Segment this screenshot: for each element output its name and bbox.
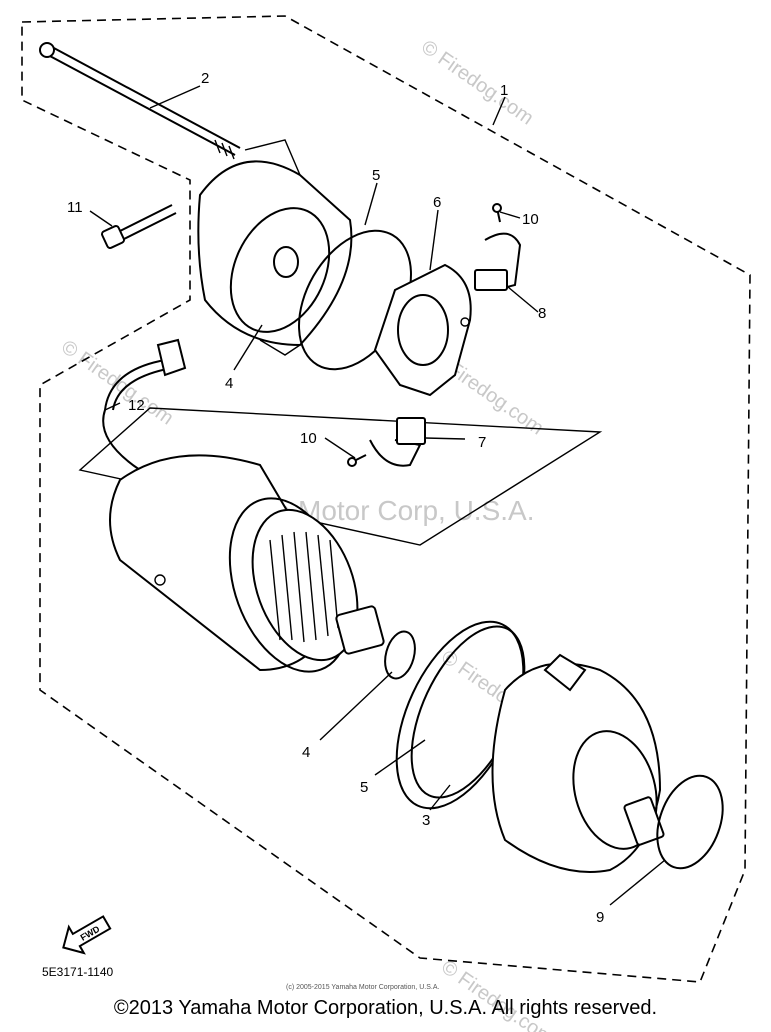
callout-9: 9 — [596, 909, 604, 926]
mounting-bolt — [101, 204, 177, 249]
callout-5-upper: 5 — [372, 167, 380, 184]
armature-windings — [269, 531, 339, 643]
brush-holder-lower — [369, 417, 426, 467]
callout-numbers: 1 2 11 5 6 10 8 4 12 10 7 4 5 3 9 — [67, 70, 604, 926]
part-code: 5E3171-1140 — [42, 965, 114, 979]
o-ring-lower — [384, 630, 416, 680]
callout-12: 12 — [128, 397, 145, 414]
brush-plate — [373, 263, 472, 397]
callout-6: 6 — [433, 194, 441, 211]
front-cover — [197, 139, 353, 356]
fwd-arrow: FWD — [62, 915, 112, 955]
o-ring-rear — [656, 774, 724, 870]
callout-4-lower: 4 — [302, 744, 310, 761]
through-bolt — [39, 42, 241, 160]
callout-10-upper: 10 — [522, 211, 539, 228]
callout-1: 1 — [500, 82, 508, 99]
callout-10-lower: 10 — [300, 430, 317, 447]
motor-yoke — [109, 454, 385, 673]
callout-11: 11 — [67, 199, 83, 216]
callout-8: 8 — [538, 305, 546, 322]
brush-plate-outline — [78, 407, 603, 546]
brush-holder-upper — [474, 232, 522, 291]
callout-2: 2 — [201, 70, 209, 87]
leader-lines — [89, 85, 666, 906]
screw-lower — [347, 454, 367, 467]
callout-3: 3 — [422, 812, 430, 829]
copyright-footer: ©2013 Yamaha Motor Corporation, U.S.A. A… — [113, 997, 658, 1019]
screw-upper — [492, 203, 502, 223]
small-copyright: (c) 2005-2015 Yamaha Motor Corporation, … — [286, 984, 439, 991]
watermark-firedog-top: © Firedog.com — [417, 36, 537, 129]
callout-5-lower: 5 — [360, 779, 368, 796]
callout-4-upper: 4 — [225, 375, 233, 392]
callout-7: 7 — [478, 434, 486, 451]
assembly-outline — [21, 15, 751, 983]
rear-cover — [491, 653, 665, 873]
